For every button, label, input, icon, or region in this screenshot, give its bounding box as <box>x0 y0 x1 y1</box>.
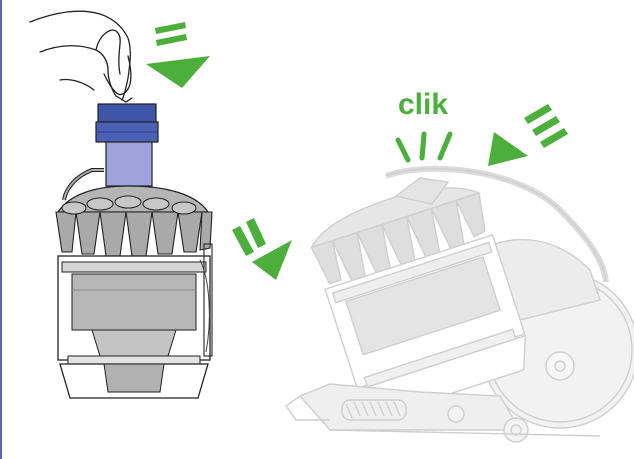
click-sound-marks <box>398 134 450 160</box>
cyclone-bin-assembly <box>56 104 212 398</box>
attach-arrow <box>232 218 292 280</box>
press-down-arrow <box>488 104 568 166</box>
insert-down-arrow <box>146 22 210 88</box>
hand-illustration <box>30 11 132 102</box>
vacuum-machine <box>286 169 634 442</box>
blue-cap <box>96 104 158 142</box>
cyclone-cones <box>56 212 212 256</box>
click-label: clik <box>398 88 448 121</box>
lavender-tube <box>106 142 152 186</box>
machine-base <box>300 384 520 430</box>
clear-bin <box>58 244 212 398</box>
